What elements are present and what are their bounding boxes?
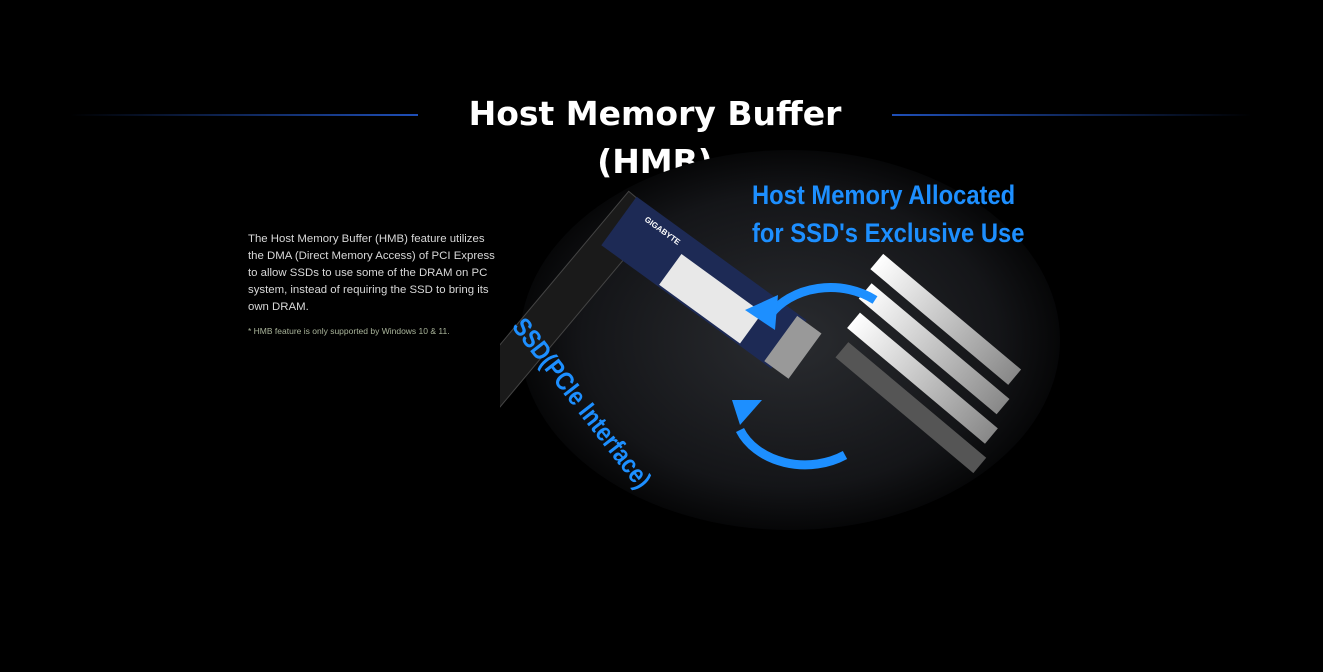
caption-line-2: for SSD's Exclusive Use: [752, 218, 1025, 248]
feature-description: The Host Memory Buffer (HMB) feature uti…: [248, 233, 495, 313]
footnote: * HMB feature is only supported by Windo…: [248, 326, 450, 336]
motherboard-ssd-illustration: GIGABYTE: [500, 150, 1060, 530]
ram-modules: [835, 253, 1022, 474]
section-header: Host Memory Buffer (HMB): [0, 90, 1323, 181]
page-title: Host Memory Buffer (HMB): [468, 94, 842, 181]
header-divider-right: [892, 114, 1252, 116]
arrow-head-top-icon: [745, 295, 778, 330]
host-memory-caption: Host Memory Allocated for SSD's Exclusiv…: [752, 176, 1024, 252]
arrow-head-bottom-icon: [732, 400, 762, 425]
caption-line-1: Host Memory Allocated: [752, 180, 1016, 210]
header-divider-left: [70, 114, 418, 116]
allocation-arrows-icon: [735, 283, 878, 470]
